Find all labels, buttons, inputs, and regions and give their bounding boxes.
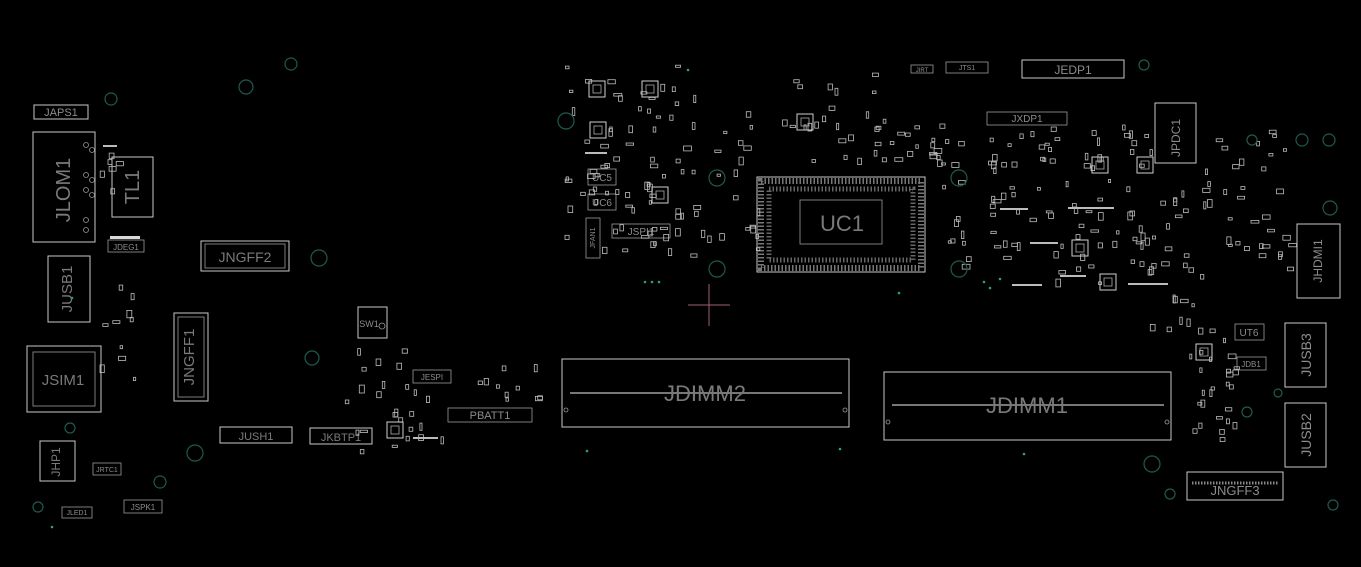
jsim1-footprint[interactable]: JSIM1 [26,345,102,413]
jkbtp1-label: JKBTP1 [321,432,361,444]
jfan1-label: JFAN1 [590,227,597,248]
ut6-label: UT6 [1240,328,1259,339]
uc1-label: UC1 [820,211,864,236]
uc5-label: UC5 [592,173,612,184]
jlom1-label: JLOM1 [53,158,75,222]
origin-crosshair [688,284,730,326]
tl1-label: TL1 [122,170,144,204]
jdb1-label: JDB1 [1241,360,1261,369]
jts1-label: JTS1 [959,65,975,72]
jpdc1-label: JPDC1 [1169,119,1183,157]
jespi-label: JESPI [421,373,443,382]
jxdp1-footprint[interactable]: JXDP1 [986,111,1068,126]
uc6-footprint[interactable]: UC6 [587,193,617,211]
jhp1-label: JHP1 [49,447,63,477]
jngff3-label: JNGFF3 [1210,483,1259,498]
jdimm1-label: JDIMM1 [986,393,1068,418]
jusb2-label: JUSB2 [1298,413,1314,457]
jlom1-footprint[interactable]: JLOM1 [32,131,96,243]
small-components [99,64,1297,455]
uc1-cpu-footprint[interactable]: UC1 [756,176,926,273]
jdimm2-label: JDIMM2 [664,381,746,406]
pbatt1-label: PBATT1 [470,410,511,422]
jngff1-footprint[interactable]: JNGFF1 [173,312,209,402]
jkbtp1-footprint[interactable]: JKBTP1 [309,427,373,445]
jdimm2-footprint[interactable]: JDIMM2 [561,358,850,428]
jirt-footprint[interactable]: JIRT [910,64,934,74]
jrtc1-label: JRTC1 [96,467,118,474]
jngff1-label: JNGFF1 [181,329,198,386]
jhdmi1-label: JHDMI1 [1311,239,1325,283]
jdb1-footprint[interactable]: JDB1 [1236,356,1267,371]
sw1-label: SW1 [359,319,379,329]
jpdc1-footprint[interactable]: JPDC1 [1154,102,1197,164]
uc5-footprint[interactable]: UC5 [587,168,617,186]
jxdp1-label: JXDP1 [1011,114,1043,125]
jspk1-footprint[interactable]: JSPK1 [123,499,163,514]
jfan1-footprint[interactable]: JFAN1 [585,217,601,259]
jled1-label: JLED1 [66,510,87,517]
sw1-footprint[interactable]: SW1 [357,306,388,339]
jngff2-label: JNGFF2 [219,249,272,265]
jush1-footprint[interactable]: JUSH1 [219,426,293,444]
jedp1-footprint[interactable]: JEDP1 [1021,59,1125,79]
jngff2-footprint[interactable]: JNGFF2 [200,240,290,272]
japs1-label: JAPS1 [44,107,78,119]
jush1-label: JUSH1 [239,431,274,443]
jirt-label: JIRT [916,68,929,74]
jhdmi1-footprint[interactable]: JHDMI1 [1296,223,1341,299]
jusb3-label: JUSB3 [1298,333,1314,377]
jsim1-label: JSIM1 [42,372,85,389]
jspi1-footprint[interactable]: JSPI1 [611,223,671,239]
japs1-footprint[interactable]: JAPS1 [33,104,89,120]
jhp1-footprint[interactable]: JHP1 [39,440,76,482]
jrtc1-footprint[interactable]: JRTC1 [92,462,122,476]
jusb1-label: JUSB1 [59,266,76,313]
pbatt1-footprint[interactable]: PBATT1 [447,407,533,423]
mounting-holes [32,57,1339,529]
uc6-label: UC6 [592,198,612,209]
ut6-footprint[interactable]: UT6 [1234,323,1265,341]
jedp1-label: JEDP1 [1054,63,1092,77]
jngff3-footprint[interactable]: JNGFF3 [1186,471,1284,501]
jspk1-label: JSPK1 [131,503,156,512]
jdeg1-footprint[interactable]: JDEG1 [107,236,145,253]
jspi1-label: JSPI1 [628,227,655,238]
jusb2-footprint[interactable]: JUSB2 [1284,402,1327,468]
tl1-footprint[interactable]: TL1 [111,156,154,218]
jusb1-footprint[interactable]: JUSB1 [47,255,91,323]
jespi-footprint[interactable]: JESPI [412,369,452,384]
jdeg1-label: JDEG1 [113,243,139,252]
jled1-footprint[interactable]: JLED1 [61,506,93,519]
jts1-footprint[interactable]: JTS1 [945,61,989,74]
jusb3-footprint[interactable]: JUSB3 [1284,322,1327,388]
jdimm1-footprint[interactable]: JDIMM1 [883,371,1172,441]
